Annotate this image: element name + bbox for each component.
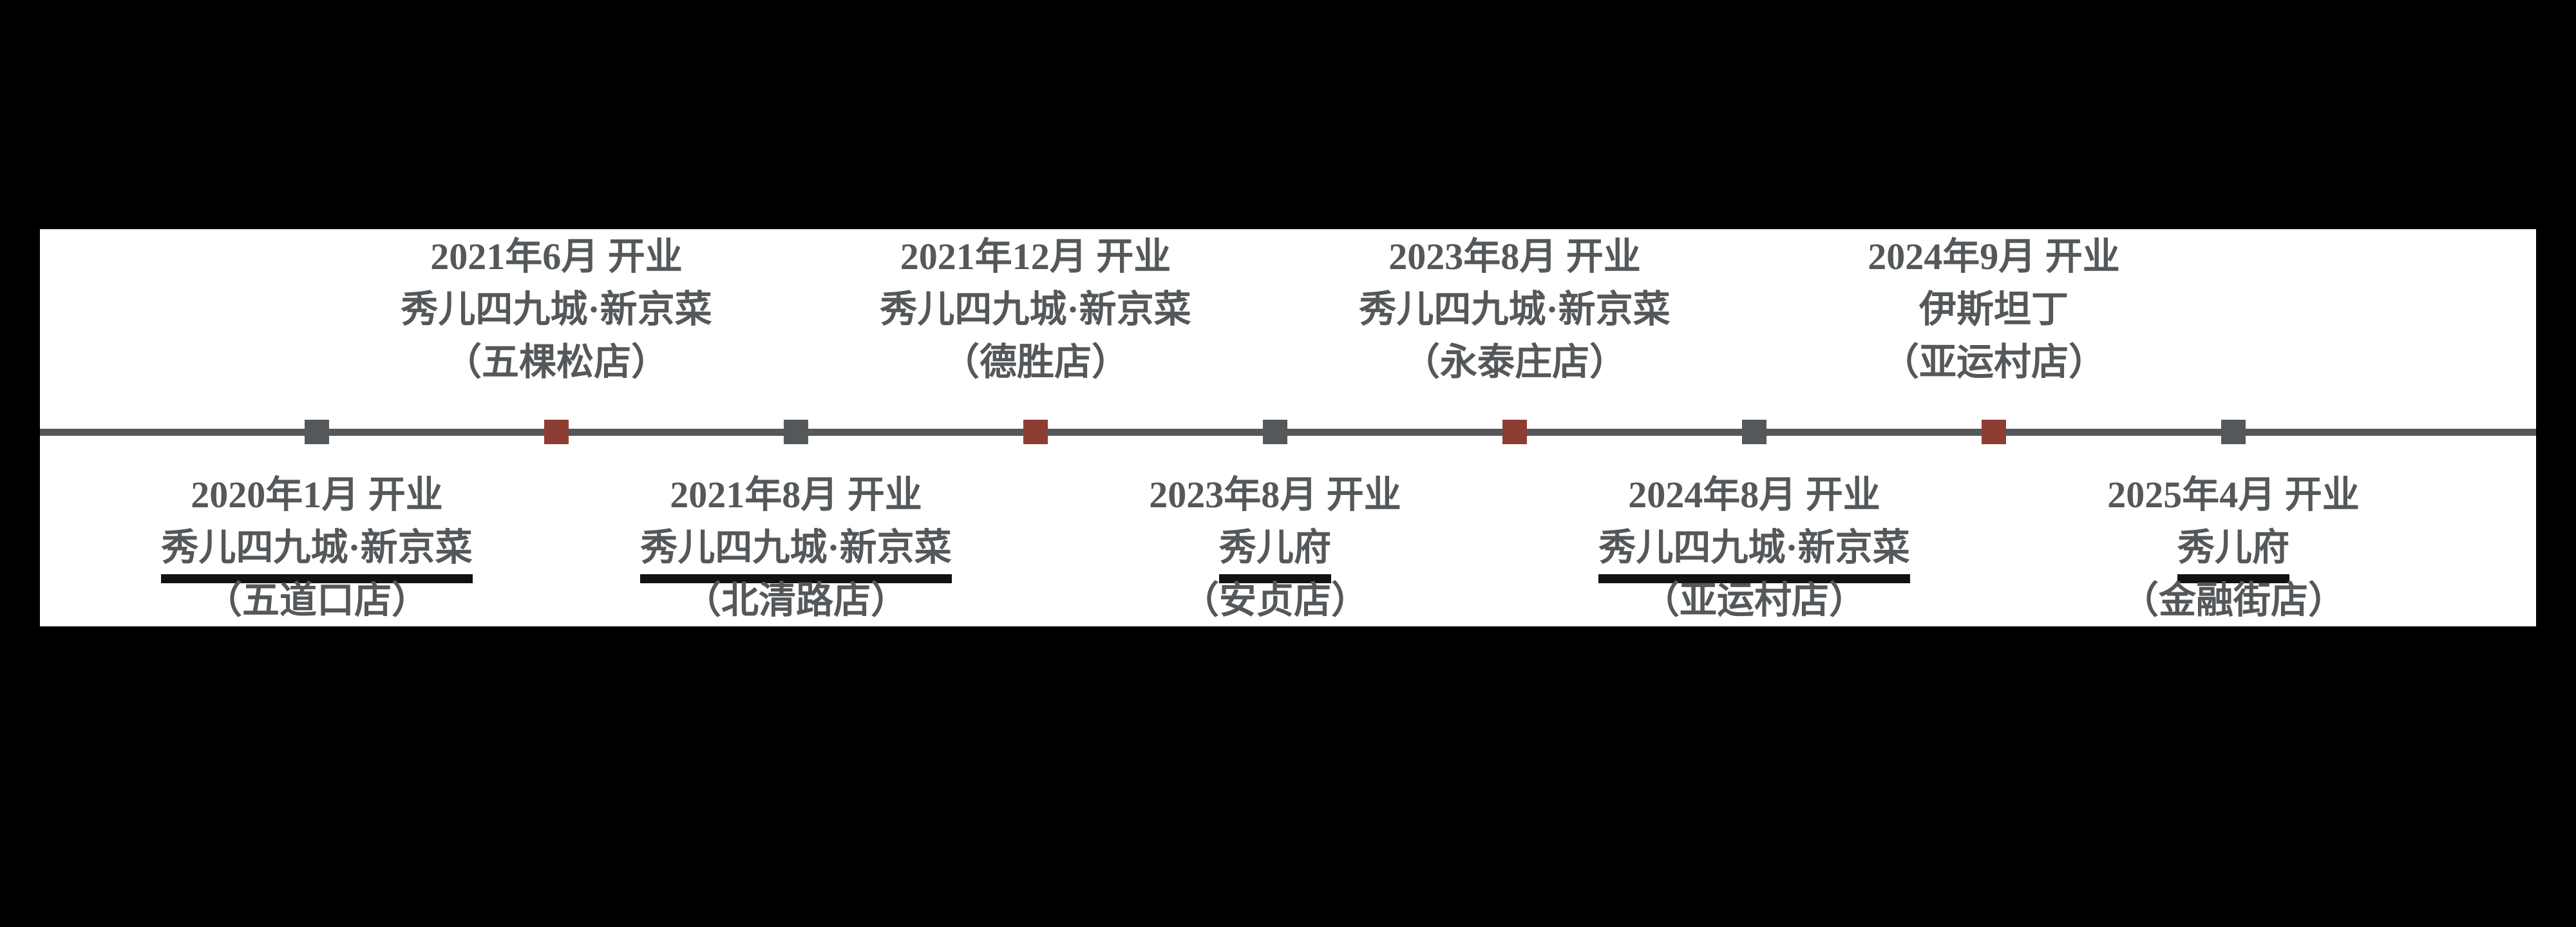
event-open-date: 2023年8月 开业 xyxy=(1149,474,1401,516)
event-label: 2024年9月 开业 伊斯坦丁 （亚运村店） xyxy=(1756,230,2232,389)
event-open-date: 2024年8月 开业 xyxy=(1628,474,1880,516)
event-restaurant-name-text: 秀儿四九城·新京菜 xyxy=(161,521,473,583)
event-open-date: 2025年4月 开业 xyxy=(2107,474,2360,516)
event-label: 2023年8月 开业 秀儿四九城·新京菜 （永泰庄店） xyxy=(1276,230,1753,389)
timeline-panel: 2020年1月 开业 秀儿四九城·新京菜 （五道口店） 2021年6月 开业 秀… xyxy=(40,229,2536,626)
timeline-marker xyxy=(1742,420,1766,444)
event-restaurant-name-text: 秀儿四九城·新京菜 xyxy=(401,288,712,330)
event-restaurant-name-text: 秀儿四九城·新京菜 xyxy=(640,521,952,583)
event-branch-name: （亚运村店） xyxy=(1881,341,2106,383)
event-restaurant-name: 秀儿四九城·新京菜 xyxy=(1516,521,1993,583)
event-restaurant-name: 秀儿府 xyxy=(1995,521,2472,583)
timeline-marker xyxy=(1023,420,1048,444)
timeline-marker xyxy=(1982,420,2006,444)
event-label: 2020年1月 开业 秀儿四九城·新京菜 （五道口店） xyxy=(79,469,555,626)
event-open-date: 2021年8月 开业 xyxy=(670,474,922,516)
event-branch-name: （永泰庄店） xyxy=(1402,341,1627,383)
event-restaurant-name-text: 秀儿四九城·新京菜 xyxy=(1359,288,1671,330)
event-open-date: 2024年9月 开业 xyxy=(1868,236,2120,277)
event-restaurant-name: 秀儿四九城·新京菜 xyxy=(318,283,795,336)
timeline-axis-line xyxy=(40,429,2536,436)
event-label: 2023年8月 开业 秀儿府 （安贞店） xyxy=(1037,469,1513,626)
event-open-date: 2021年6月 开业 xyxy=(430,236,683,277)
event-branch-name: （亚运村店） xyxy=(1642,579,1866,621)
event-restaurant-name-text: 伊斯坦丁 xyxy=(1918,288,2069,330)
event-restaurant-name: 伊斯坦丁 xyxy=(1756,283,2232,336)
timeline-marker xyxy=(1263,420,1287,444)
event-open-date: 2023年8月 开业 xyxy=(1388,236,1641,277)
event-branch-name: （德胜店） xyxy=(942,341,1129,383)
timeline-marker xyxy=(544,420,569,444)
event-branch-name: （安贞店） xyxy=(1181,579,1368,621)
event-label: 2025年4月 开业 秀儿府 （金融街店） xyxy=(1995,469,2472,626)
event-branch-name: （金融街店） xyxy=(2121,579,2345,621)
event-open-date: 2021年12月 开业 xyxy=(900,236,1171,277)
timeline-marker xyxy=(2221,420,2246,444)
event-restaurant-name-text: 秀儿四九城·新京菜 xyxy=(880,288,1191,330)
event-branch-name: （五道口店） xyxy=(204,579,429,621)
event-restaurant-name-text: 秀儿府 xyxy=(1218,521,1331,583)
event-restaurant-name: 秀儿四九城·新京菜 xyxy=(797,283,1274,336)
event-restaurant-name: 秀儿四九城·新京菜 xyxy=(558,521,1034,583)
event-restaurant-name: 秀儿四九城·新京菜 xyxy=(1276,283,1753,336)
event-restaurant-name-text: 秀儿四九城·新京菜 xyxy=(1598,521,1910,583)
event-label: 2024年8月 开业 秀儿四九城·新京菜 （亚运村店） xyxy=(1516,469,1993,626)
event-label: 2021年12月 开业 秀儿四九城·新京菜 （德胜店） xyxy=(797,230,1274,389)
timeline-marker xyxy=(305,420,329,444)
event-branch-name: （五棵松店） xyxy=(444,341,668,383)
event-label: 2021年6月 开业 秀儿四九城·新京菜 （五棵松店） xyxy=(318,230,795,389)
event-branch-name: （北清路店） xyxy=(683,579,908,621)
event-restaurant-name: 秀儿四九城·新京菜 xyxy=(79,521,555,583)
event-label: 2021年8月 开业 秀儿四九城·新京菜 （北清路店） xyxy=(558,469,1034,626)
event-restaurant-name: 秀儿府 xyxy=(1037,521,1513,583)
event-open-date: 2020年1月 开业 xyxy=(191,474,443,516)
timeline-marker xyxy=(784,420,808,444)
timeline-marker xyxy=(1502,420,1527,444)
event-restaurant-name-text: 秀儿府 xyxy=(2177,521,2289,583)
